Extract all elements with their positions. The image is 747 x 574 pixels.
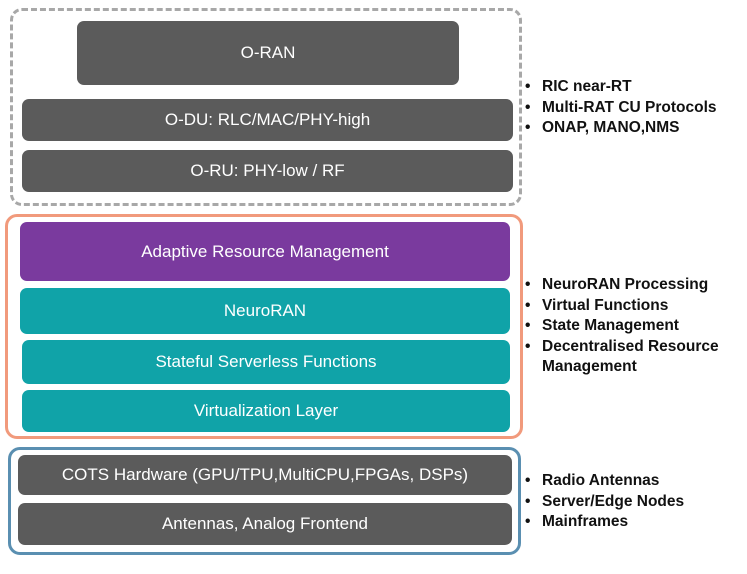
bullet-item: Radio Antennas [525,471,745,492]
layer-neuroran: NeuroRAN [20,288,510,334]
bullet-item: Decentralised Resource Management [525,337,745,378]
neuroran-bullet-list: NeuroRAN Processing Virtual Functions St… [525,275,745,378]
hardware-bullet-list: Radio Antennas Server/Edge Nodes Mainfra… [525,471,745,533]
layer-adaptive-resource-management: Adaptive Resource Management [20,222,510,281]
bullet-item: Server/Edge Nodes [525,492,745,513]
oran-bullet-list: RIC near-RT Multi-RAT CU Protocols ONAP,… [525,77,745,139]
bullet-item: Multi-RAT CU Protocols [525,98,745,119]
layer-stateful-serverless-functions: Stateful Serverless Functions [22,340,510,384]
hardware-group-frame [8,447,521,555]
layer-virtualization: Virtualization Layer [22,390,510,432]
bullet-item: ONAP, MANO,NMS [525,118,745,139]
bullet-item: RIC near-RT [525,77,745,98]
layer-odu: O-DU: RLC/MAC/PHY-high [22,99,513,141]
oran-group-dashed-frame [10,8,522,206]
neuroran-group-frame [5,214,523,439]
layer-oran: O-RAN [77,21,459,85]
bullet-item: NeuroRAN Processing [525,275,745,296]
bullet-item: Virtual Functions [525,296,745,317]
layer-oru: O-RU: PHY-low / RF [22,150,513,192]
layer-antennas-analog-frontend: Antennas, Analog Frontend [18,503,512,545]
bullet-item: Mainframes [525,512,745,533]
bullet-item: State Management [525,316,745,337]
layer-cots-hardware: COTS Hardware (GPU/TPU,MultiCPU,FPGAs, D… [18,455,512,495]
